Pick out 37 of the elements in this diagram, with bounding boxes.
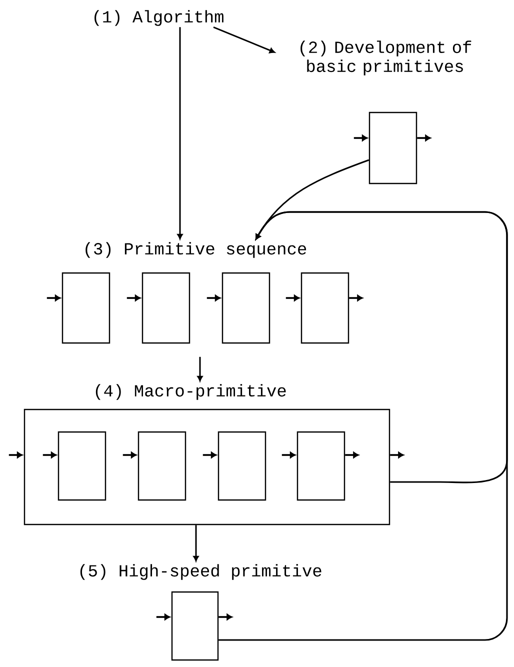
step-label: (1) Algorithm bbox=[94, 10, 224, 26]
macro-primitive-frame: (4) Macro-primitive bbox=[24, 384, 390, 526]
primitive-box bbox=[218, 431, 266, 501]
small-arrow bbox=[354, 134, 368, 142]
primitive-box bbox=[142, 272, 190, 344]
small-arrow bbox=[46, 294, 61, 302]
step-label: (5) High-speed primitive bbox=[80, 564, 322, 580]
primitive-box bbox=[368, 112, 418, 184]
small-arrow bbox=[126, 294, 141, 302]
arrow bbox=[197, 356, 203, 382]
arrow bbox=[213, 26, 275, 54]
primitive-box bbox=[58, 431, 106, 501]
step-label: (2) Development of basic primitives bbox=[300, 40, 472, 76]
small-arrow bbox=[156, 614, 170, 620]
small-arrow bbox=[202, 452, 217, 458]
primitive-box bbox=[138, 431, 186, 501]
arrow bbox=[193, 525, 199, 562]
node-label: (4) Macro-primitive bbox=[96, 384, 286, 400]
primitive-box bbox=[222, 272, 270, 344]
small-arrow bbox=[282, 452, 296, 458]
step-label: (3) Primitive sequence bbox=[86, 242, 306, 258]
small-arrow bbox=[345, 452, 359, 458]
small-arrow bbox=[122, 452, 137, 458]
small-arrow bbox=[349, 294, 363, 302]
feedback-arrow bbox=[255, 211, 508, 484]
small-arrow bbox=[218, 614, 232, 620]
small-arrow bbox=[206, 294, 221, 302]
small-arrow bbox=[286, 294, 300, 302]
primitive-box bbox=[300, 272, 350, 344]
arrow bbox=[177, 27, 183, 240]
primitive-box bbox=[171, 591, 219, 661]
primitive-box bbox=[296, 431, 346, 501]
small-arrow bbox=[8, 452, 23, 458]
small-arrow bbox=[417, 134, 431, 142]
small-arrow bbox=[390, 452, 404, 458]
primitive-box bbox=[62, 272, 110, 344]
small-arrow bbox=[42, 452, 57, 458]
